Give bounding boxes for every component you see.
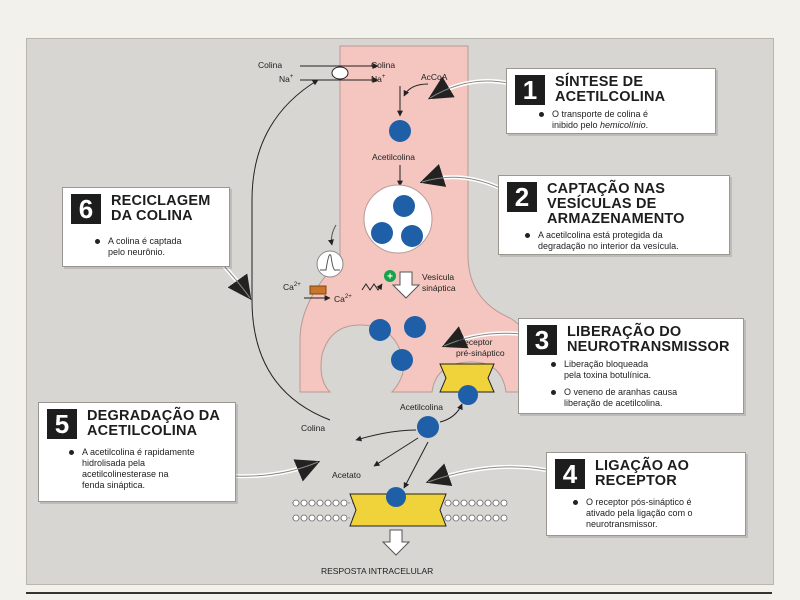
label-na-out: Na+ bbox=[279, 74, 294, 84]
label-receptor-2: pré-sináptico bbox=[456, 348, 505, 358]
label-colina-cleft: Colina bbox=[301, 423, 325, 433]
docked-vesicle-acetylcholine bbox=[404, 316, 426, 338]
step-number-2: 2 bbox=[507, 182, 537, 212]
callout-arrow-1-outline bbox=[429, 80, 513, 99]
step-number-1: 1 bbox=[515, 75, 545, 105]
membrane-lipid-heads bbox=[292, 499, 508, 522]
vesicle-acetylcholine bbox=[401, 225, 423, 247]
vesicle-release-arrow bbox=[391, 271, 421, 299]
choline-recycle-path bbox=[251, 79, 331, 421]
bottom-rule bbox=[26, 592, 772, 594]
label-ca-right: Ca2+ bbox=[334, 294, 352, 304]
callout-arrow-2-outline bbox=[421, 176, 501, 189]
cleft-acetylcholine bbox=[417, 416, 439, 438]
hydrolysis-to-acetato-arrow bbox=[373, 437, 419, 467]
label-acetato: Acetato bbox=[332, 470, 361, 480]
label-receptor-1: Receptor bbox=[458, 337, 493, 347]
label-ca-left: Ca2+ bbox=[283, 282, 301, 292]
receptor-bound-acetylcholine bbox=[458, 385, 478, 405]
callout-arrow-4-outline bbox=[427, 466, 547, 483]
calcium-channel bbox=[309, 285, 327, 295]
binding-arrow bbox=[403, 441, 429, 489]
callout-arrow-5-outline bbox=[231, 461, 319, 477]
rebinding-arrow bbox=[439, 403, 463, 423]
label-accoa: AcCoA bbox=[421, 72, 448, 82]
vesicle-acetylcholine bbox=[371, 222, 393, 244]
presynaptic-receptor bbox=[439, 363, 495, 393]
callout-arrow-4 bbox=[425, 463, 547, 487]
step-number-5: 5 bbox=[47, 409, 77, 439]
docked-vesicle-acetylcholine bbox=[369, 319, 391, 341]
label-na-in: Na+ bbox=[371, 74, 386, 84]
step-number-3: 3 bbox=[527, 325, 557, 355]
spike-wave bbox=[320, 254, 340, 271]
label-vesicula-1: Vesícula bbox=[422, 272, 454, 282]
step-number-4: 4 bbox=[555, 459, 585, 489]
callout-arrow-6-outline bbox=[223, 265, 251, 299]
postsynaptic-bound-acetylcholine bbox=[386, 487, 406, 507]
vesicle-acetylcholine bbox=[393, 195, 415, 217]
step-number-6: 6 bbox=[71, 194, 101, 224]
accoa-arrow bbox=[403, 83, 429, 97]
calcium-zigzag bbox=[361, 283, 383, 291]
storage-vesicle bbox=[363, 184, 433, 254]
response-arrow bbox=[381, 529, 411, 556]
label-resposta: RESPOSTA INTRACELULAR bbox=[321, 566, 433, 576]
choline-transporter bbox=[331, 66, 349, 80]
label-colina-out: Colina bbox=[258, 60, 282, 70]
label-acetilcolina-cleft: Acetilcolina bbox=[400, 402, 443, 412]
plus-sign: + bbox=[387, 272, 393, 283]
action-potential-arrow bbox=[328, 224, 337, 246]
postsynaptic-receptor bbox=[349, 493, 447, 527]
label-vesicula-2: sináptica bbox=[422, 283, 456, 293]
acetylcholine-molecule bbox=[389, 120, 411, 142]
docked-vesicle-acetylcholine bbox=[391, 349, 413, 371]
label-acetilcolina-top: Acetilcolina bbox=[372, 152, 415, 162]
hydrolysis-to-colina-arrow bbox=[355, 429, 417, 442]
callout-arrow-3-outline bbox=[443, 332, 523, 347]
label-colina-in: Colina bbox=[371, 60, 395, 70]
plus-icon bbox=[384, 270, 396, 282]
